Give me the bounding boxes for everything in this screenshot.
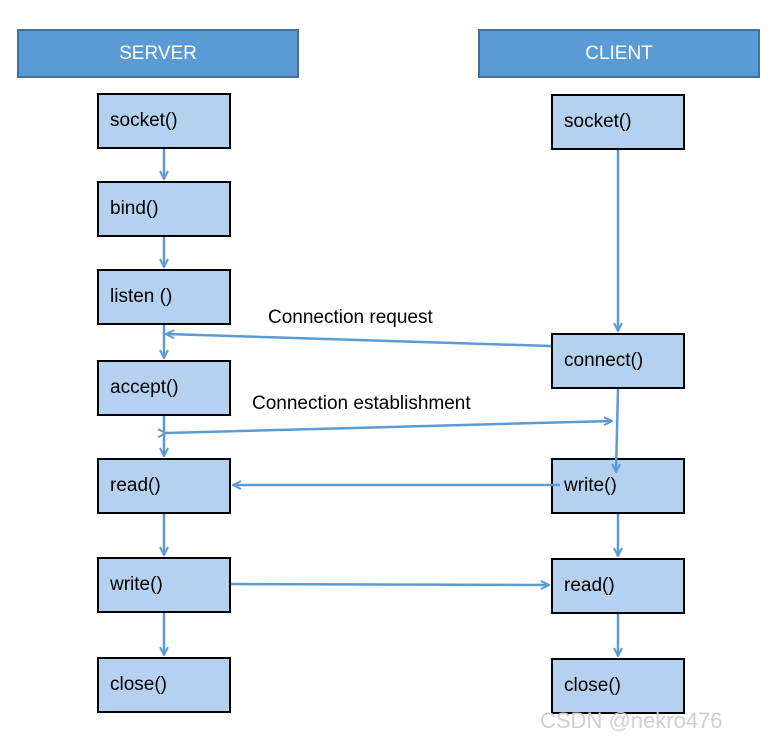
arrow-server-write-to-client-read xyxy=(230,584,549,585)
server-write-box: write() xyxy=(97,557,231,613)
server-read-box: read() xyxy=(97,458,231,514)
server-socket-box: socket() xyxy=(97,93,231,149)
arrow-connect-to-write xyxy=(616,388,618,472)
arrow-connection-request xyxy=(166,334,552,348)
server-accept-box: accept() xyxy=(97,360,231,416)
server-header: SERVER xyxy=(17,29,299,78)
server-close-box: close() xyxy=(97,657,231,713)
client-header: CLIENT xyxy=(478,29,760,78)
arrow-connection-establishment xyxy=(166,421,612,433)
connection-establishment-label: Connection establishment xyxy=(252,393,471,414)
client-close-box: close() xyxy=(551,658,685,714)
server-listen-box: listen () xyxy=(97,269,231,325)
client-read-box: read() xyxy=(551,558,685,614)
client-connect-box: connect() xyxy=(551,333,685,389)
watermark: CSDN @nekro476 xyxy=(540,708,723,733)
server-bind-box: bind() xyxy=(97,181,231,237)
client-socket-box: socket() xyxy=(551,94,685,150)
connection-request-label: Connection request xyxy=(268,307,433,328)
